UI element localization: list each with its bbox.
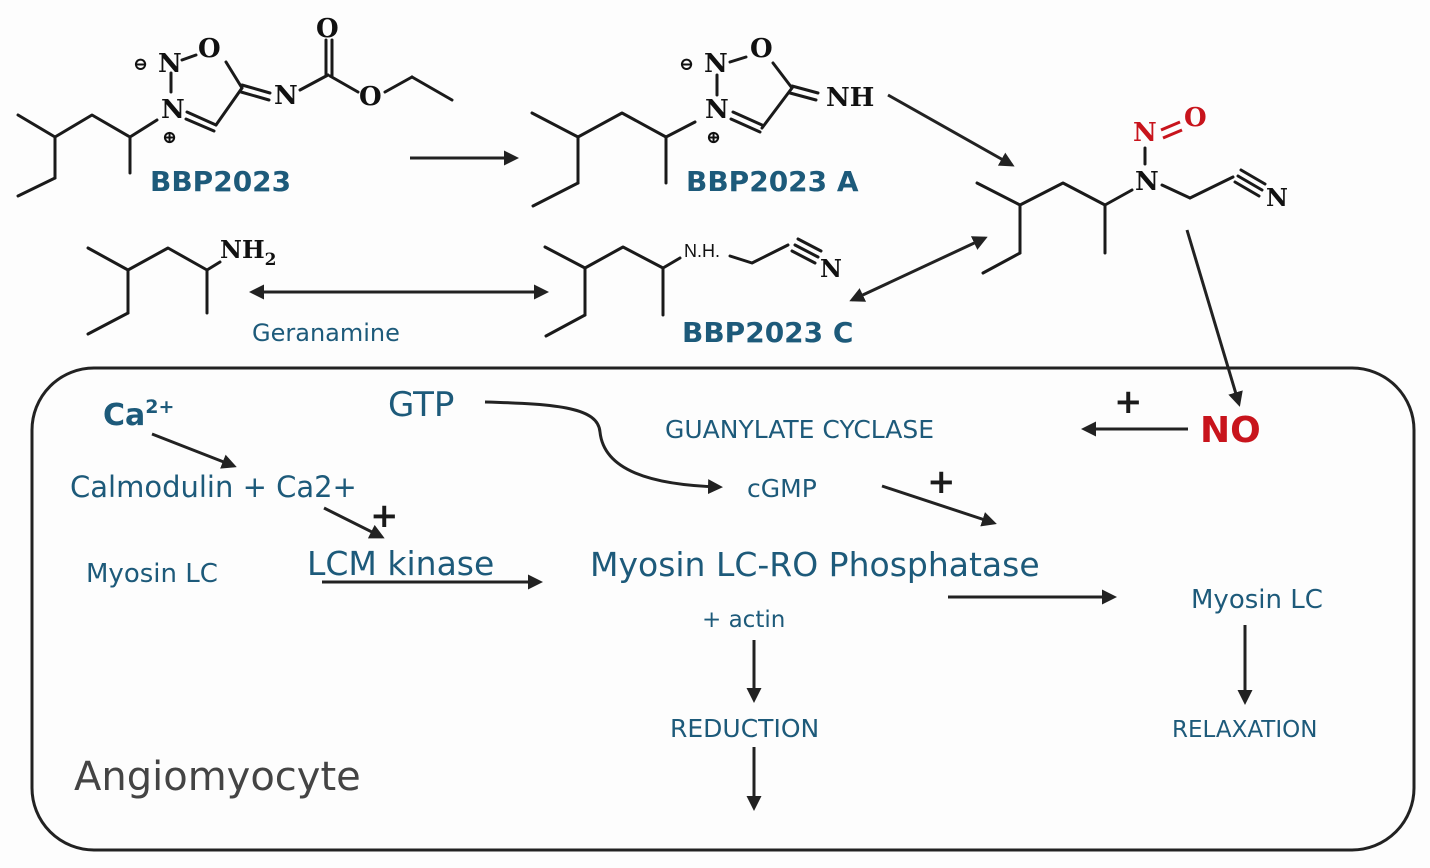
atom-o-ester: O: [359, 82, 382, 112]
node-ca: Ca2+: [103, 396, 174, 433]
node-cgmp: cGMP: [747, 474, 817, 503]
node-calmodulin: Calmodulin + Ca2+: [70, 470, 357, 504]
compound-name-bbp2023c: BBP2023 C: [682, 316, 853, 349]
atom-o-ring: O: [750, 34, 773, 64]
atom-n-nitrile: N: [820, 254, 842, 283]
atom-nh2: NH2: [220, 235, 276, 270]
cell-label: Angiomyocyte: [74, 754, 361, 800]
compound-name-bbp2023a: BBP2023 A: [686, 165, 859, 198]
arrow-cgmp-to-phosphatase: [881, 484, 997, 527]
compound-name-bbp2023: BBP2023: [150, 165, 291, 198]
positive-charge-icon: ⊕: [706, 127, 721, 148]
atom-o-ring: O: [198, 34, 221, 64]
atom-o-nitroso: O: [1184, 103, 1207, 133]
node-gtp: GTP: [388, 385, 454, 425]
atom-n-plus: N: [161, 95, 185, 125]
activation-plus-icon: +: [927, 462, 956, 502]
alkyl-chain: [16, 113, 159, 139]
arrow-gtp-to-cgmp: [484, 400, 723, 495]
negative-charge-icon: ⊖: [133, 54, 148, 75]
atom-o-carbonyl: O: [316, 14, 339, 44]
arrow-calmodulin-to-kinase: [323, 506, 385, 539]
node-actin: + actin: [702, 607, 785, 633]
arrow-a-to-nitroso: [887, 93, 1015, 167]
arrow-ca-to-calmodulin: [151, 432, 237, 469]
negative-charge-icon: ⊖: [679, 54, 694, 75]
compound-bbp2023a: N ⊖ O N ⊕ NH BBP2023 A: [530, 34, 874, 208]
cell-membrane: [30, 366, 1416, 852]
compound-geranamine: NH2 Geranamine: [86, 235, 400, 347]
node-guanylate-cyclase: GUANYLATE CYCLASE: [665, 415, 934, 444]
compound-bbp2023: N ⊖ O N ⊕ N O O BBP2023: [16, 14, 454, 198]
node-lcm-kinase: LCM kinase: [307, 544, 494, 583]
activation-plus-icon: +: [1114, 382, 1143, 422]
atom-n-amine: N: [1135, 167, 1159, 197]
compound-nitroso-intermediate: N O N N: [975, 103, 1288, 275]
compound-name-geranamine: Geranamine: [252, 319, 400, 347]
node-relaxation: RELAXATION: [1172, 717, 1317, 743]
atom-n-imine: N: [274, 81, 298, 111]
atom-n-plus: N: [705, 95, 729, 125]
atom-nh: NH: [826, 83, 874, 113]
arrow-nitroso-to-no: [1185, 229, 1243, 407]
node-myosin-lc-right: Myosin LC: [1191, 585, 1323, 615]
node-myosin-lc-left: Myosin LC: [86, 559, 218, 589]
activation-plus-icon: +: [370, 496, 399, 536]
node-no: NO: [1200, 410, 1261, 451]
atom-nh: N.H.: [684, 241, 720, 261]
node-reduction: REDUCTION: [670, 714, 819, 743]
arrow-bbp2023c-nitroso: [849, 236, 988, 302]
node-phosphatase: Myosin LC-RO Phosphatase: [590, 545, 1040, 584]
compound-bbp2023c: N.H. N BBP2023 C: [543, 237, 853, 349]
atom-n-minus: N: [704, 49, 728, 79]
atom-n-nitrile: N: [1266, 183, 1288, 212]
atom-n-minus: N: [158, 49, 182, 79]
atom-n-nitroso: N: [1133, 118, 1157, 148]
positive-charge-icon: ⊕: [162, 127, 177, 148]
